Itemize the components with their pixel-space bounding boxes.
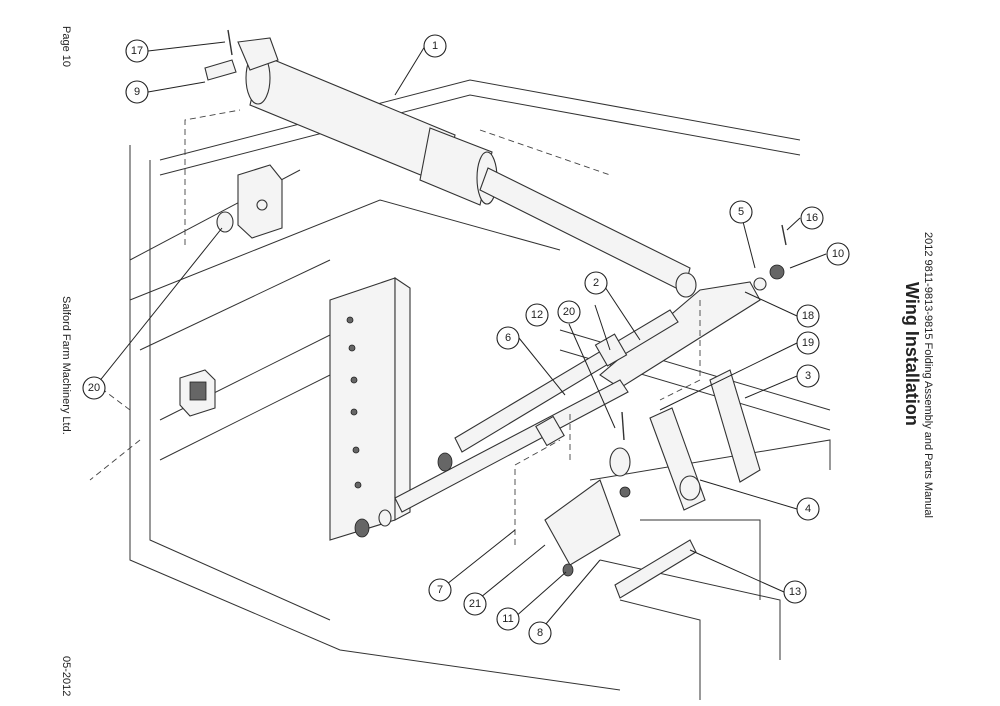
svg-text:16: 16 <box>806 212 818 224</box>
callout-13: 13 <box>783 580 807 604</box>
svg-text:9: 9 <box>134 86 140 98</box>
callout-21: 21 <box>463 592 487 616</box>
svg-text:7: 7 <box>437 584 443 596</box>
callout-19: 19 <box>796 331 820 355</box>
svg-text:1: 1 <box>432 40 438 52</box>
callout-1: 1 <box>423 34 447 58</box>
mounting-plate <box>329 276 411 541</box>
svg-text:17: 17 <box>131 45 143 57</box>
hydraulic-cylinder <box>237 37 697 298</box>
post-block <box>237 164 283 239</box>
svg-text:13: 13 <box>789 586 801 598</box>
callout-3: 3 <box>796 364 820 388</box>
callout-18: 18 <box>796 304 820 328</box>
callout-4: 4 <box>796 497 820 521</box>
small-pins <box>204 29 787 441</box>
svg-text:19: 19 <box>802 337 814 349</box>
svg-text:12: 12 <box>531 309 543 321</box>
callout-16: 16 <box>800 206 824 230</box>
svg-text:3: 3 <box>805 370 811 382</box>
callout-10: 10 <box>826 242 850 266</box>
callout-5: 5 <box>729 200 753 224</box>
callout-9: 9 <box>125 80 149 104</box>
shaft-assembly <box>216 211 785 599</box>
callout-8: 8 <box>528 621 552 645</box>
svg-text:11: 11 <box>502 613 513 625</box>
callout-20-lower: 20 <box>82 376 106 400</box>
svg-text:5: 5 <box>738 206 744 218</box>
link-plate-18 <box>599 281 761 389</box>
svg-text:6: 6 <box>505 332 511 344</box>
callout-11: 11 <box>496 607 520 631</box>
callout-17: 17 <box>125 39 149 63</box>
callout-2: 2 <box>584 271 608 295</box>
svg-text:18: 18 <box>802 310 814 322</box>
callout-12: 12 <box>525 303 549 327</box>
svg-text:4: 4 <box>805 503 811 515</box>
callout-7: 7 <box>428 578 452 602</box>
svg-text:20: 20 <box>563 306 575 318</box>
callout-20-upper: 20 <box>557 300 581 324</box>
svg-text:21: 21 <box>469 598 481 610</box>
svg-text:10: 10 <box>832 248 844 260</box>
svg-text:8: 8 <box>537 627 543 639</box>
leader-lines <box>97 41 827 632</box>
link-plate-3 <box>649 369 761 511</box>
svg-text:2: 2 <box>593 277 599 289</box>
svg-text:20: 20 <box>88 382 100 394</box>
square-tube <box>179 369 216 417</box>
callout-6: 6 <box>496 326 520 350</box>
